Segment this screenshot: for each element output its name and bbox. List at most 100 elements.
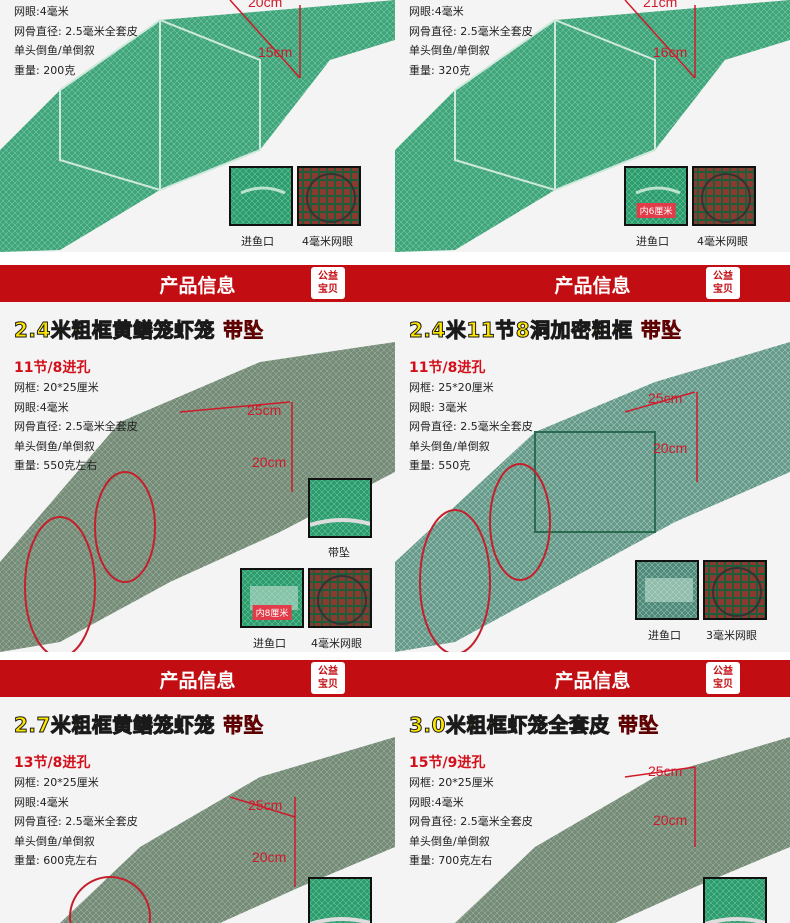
- product-title: 2.7米粗框黄鳝笼虾笼带坠: [14, 713, 264, 738]
- weight-tag: 带坠: [222, 713, 264, 738]
- spec-frame: 网框: 20*25厘米: [409, 776, 494, 789]
- banner-title: 产品信息: [159, 275, 236, 297]
- mesh-thumbnail: [692, 166, 756, 226]
- sections-subtitle: 15节/9进孔: [409, 755, 486, 771]
- entry-thumbnail: 内8厘米: [240, 568, 304, 628]
- entry-caption: 进鱼口: [241, 235, 274, 248]
- weight-thumbnail: [308, 478, 372, 538]
- spec-entry: 单头倒鱼/单倒叙: [14, 439, 95, 453]
- product-title: 2.4米粗框黄鳝笼虾笼带坠: [14, 318, 264, 343]
- mesh-thumbnail: [308, 568, 372, 628]
- spec-entry: 单头倒鱼/单倒叙: [14, 44, 95, 57]
- mesh-caption: 4毫米网眼: [302, 235, 353, 248]
- product-panel-top-left: 20cm 15cm 网眼:4毫米 网骨直径: 2.5毫米全套皮 单头倒鱼/单倒叙…: [0, 0, 395, 252]
- mesh-thumbnail: [703, 560, 767, 620]
- spec-weight: 重量: 600克左右: [14, 854, 98, 867]
- weight-tag: 带坠: [617, 713, 659, 738]
- net-cage-image: [455, 737, 790, 923]
- entry-thumbnail: [635, 560, 699, 620]
- measure-top-label: 25cm: [247, 402, 282, 418]
- product-panel-bottom-right: 3.0米粗框虾笼全套皮带坠 15节/9进孔 网框: 20*25厘米 网眼:4毫米…: [395, 697, 790, 923]
- product-info-banner: 产品信息 公益 宝贝: [395, 265, 790, 302]
- measure-side-label: 20cm: [252, 849, 287, 865]
- spec-list: 网框: 20*25厘米 网眼:4毫米 网骨直径: 2.5毫米全套皮 单头倒鱼/单…: [409, 773, 533, 871]
- inner-size-tag: 内8厘米: [252, 605, 292, 620]
- spec-frame-diameter: 网骨直径: 2.5毫米全套皮: [14, 24, 138, 38]
- spec-list: 网眼:4毫米 网骨直径: 2.5毫米全套皮 单头倒鱼/单倒叙 重量: 200克: [14, 2, 138, 80]
- measure-side-label: 16cm: [653, 44, 688, 60]
- spec-entry: 单头倒鱼/单倒叙: [14, 834, 95, 848]
- entry-thumbnail: [229, 166, 293, 226]
- mesh-thumbnail: [297, 166, 361, 226]
- entry-caption: 进鱼口: [253, 637, 286, 650]
- measure-top-label: 25cm: [648, 763, 683, 779]
- spec-frame-diameter: 网骨直径: 2.5毫米全套皮: [409, 815, 533, 828]
- spec-weight: 重量: 550克: [409, 459, 471, 472]
- measure-side-label: 20cm: [653, 440, 688, 456]
- net-cage-image: [0, 0, 395, 252]
- spec-frame: 网框: 25*20厘米: [409, 381, 494, 394]
- spec-frame-diameter: 网骨直径: 2.5毫米全套皮: [14, 420, 138, 433]
- banner-title: 产品信息: [554, 670, 631, 692]
- measure-top-label: 21cm: [643, 0, 678, 10]
- spec-mesh: 网眼:4毫米: [409, 5, 464, 18]
- charity-badge: 公益 宝贝: [706, 267, 740, 299]
- charity-badge: 公益 宝贝: [311, 267, 345, 299]
- banner-title: 产品信息: [159, 670, 236, 692]
- product-panel-mid-left: 2.4米粗框黄鳝笼虾笼带坠 11节/8进孔 网框: 20*25厘米 网眼:4毫米…: [0, 302, 395, 652]
- net-cage-image: [395, 342, 790, 652]
- sections-subtitle: 11节/8进孔: [409, 360, 486, 376]
- net-cage-image: [395, 0, 790, 252]
- measure-top-label: 25cm: [648, 390, 683, 406]
- spec-entry: 单头倒鱼/单倒叙: [409, 439, 490, 453]
- product-title: 3.0米粗框虾笼全套皮带坠: [409, 713, 659, 738]
- banner-title: 产品信息: [554, 275, 631, 297]
- mesh-caption: 4毫米网眼: [311, 637, 362, 650]
- product-panel-bottom-left: 2.7米粗框黄鳝笼虾笼带坠 13节/8进孔 网框: 20*25厘米 网眼:4毫米…: [0, 697, 395, 923]
- net-cage-image: [60, 737, 395, 923]
- weight-tag: 带坠: [640, 318, 682, 343]
- weight-tag: 带坠: [222, 318, 264, 343]
- spec-frame-diameter: 网骨直径: 2.5毫米全套皮: [409, 420, 533, 433]
- entry-caption: 进鱼口: [648, 629, 681, 642]
- spec-frame-diameter: 网骨直径: 2.5毫米全套皮: [14, 815, 138, 828]
- measure-side-label: 15cm: [258, 44, 293, 60]
- charity-badge: 公益 宝贝: [311, 662, 345, 694]
- product-title: 2.4米11节8洞加密粗框带坠: [409, 318, 682, 343]
- spec-weight: 重量: 200克: [14, 63, 76, 77]
- spec-weight: 重量: 320克: [409, 63, 471, 77]
- sections-subtitle: 13节/8进孔: [14, 755, 91, 771]
- product-info-banner: 产品信息 公益 宝贝: [0, 265, 395, 302]
- weight-thumbnail: [308, 877, 372, 923]
- product-panel-top-right: 21cm 16cm 网眼:4毫米 网骨直径: 2.5毫米全套皮 单头倒鱼/单倒叙…: [395, 0, 790, 252]
- measure-side-label: 20cm: [653, 812, 688, 828]
- spec-mesh: 网眼: 3毫米: [409, 400, 468, 414]
- spec-weight: 重量: 550克左右: [14, 459, 98, 472]
- measure-top-label: 20cm: [248, 0, 283, 10]
- spec-frame: 网框: 20*25厘米: [14, 381, 99, 394]
- weight-caption: 带坠: [328, 546, 350, 559]
- inner-size-tag: 内6厘米: [636, 203, 676, 218]
- spec-mesh: 网眼:4毫米: [14, 5, 69, 18]
- spec-mesh: 网眼:4毫米: [409, 795, 464, 809]
- sections-subtitle: 11节/8进孔: [14, 360, 91, 376]
- spec-mesh: 网眼:4毫米: [14, 795, 69, 809]
- spec-weight: 重量: 700克左右: [409, 854, 493, 867]
- product-info-banner: 产品信息 公益 宝贝: [395, 660, 790, 697]
- product-panel-mid-right: 2.4米11节8洞加密粗框带坠 11节/8进孔 网框: 25*20厘米 网眼: …: [395, 302, 790, 652]
- entry-thumbnail: 内6厘米: [624, 166, 688, 226]
- mesh-caption: 4毫米网眼: [697, 235, 748, 248]
- mesh-caption: 3毫米网眼: [706, 629, 757, 642]
- spec-entry: 单头倒鱼/单倒叙: [409, 44, 490, 57]
- charity-badge: 公益 宝贝: [706, 662, 740, 694]
- spec-frame-diameter: 网骨直径: 2.5毫米全套皮: [409, 24, 533, 38]
- entry-caption: 进鱼口: [636, 235, 669, 248]
- spec-mesh: 网眼:4毫米: [14, 400, 69, 414]
- measure-side-label: 20cm: [252, 454, 287, 470]
- measure-top-label: 25cm: [248, 797, 283, 813]
- spec-list: 网框: 25*20厘米 网眼: 3毫米 网骨直径: 2.5毫米全套皮 单头倒鱼/…: [409, 378, 533, 476]
- spec-list: 网眼:4毫米 网骨直径: 2.5毫米全套皮 单头倒鱼/单倒叙 重量: 320克: [409, 2, 533, 80]
- net-cage-image: [0, 342, 395, 652]
- spec-list: 网框: 20*25厘米 网眼:4毫米 网骨直径: 2.5毫米全套皮 单头倒鱼/单…: [14, 378, 138, 476]
- product-info-banner: 产品信息 公益 宝贝: [0, 660, 395, 697]
